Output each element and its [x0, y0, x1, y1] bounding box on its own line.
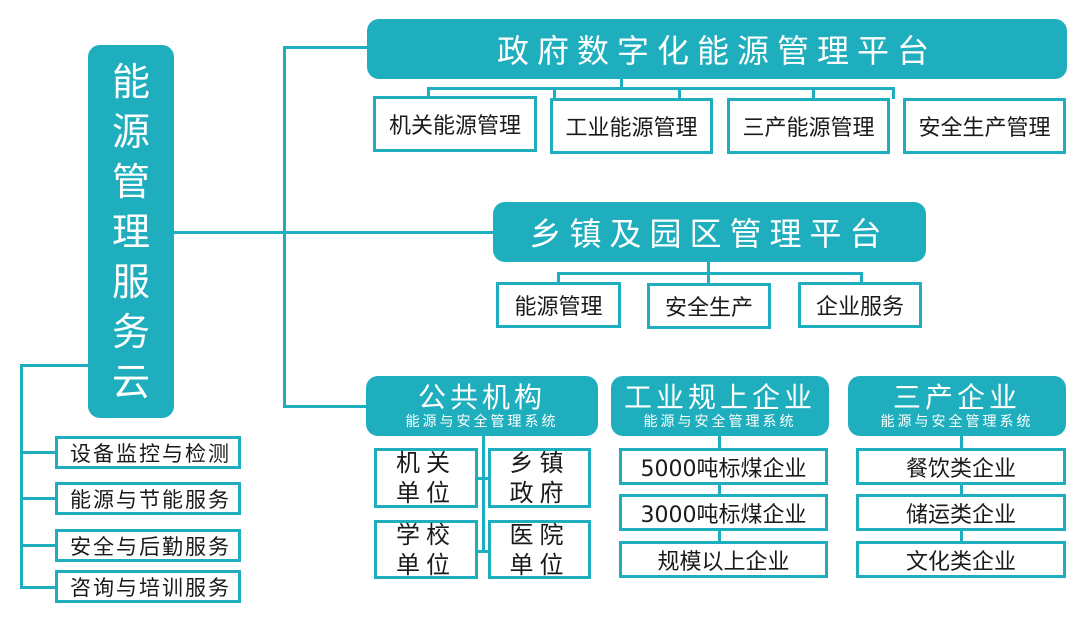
- gov-child-box: 工业能源管理: [550, 98, 713, 154]
- public-unit-box: 学校单位: [374, 520, 478, 579]
- connector-public-vertical: [482, 436, 485, 552]
- connector-trunk-vertical: [283, 46, 286, 408]
- town-child-label: 能源管理: [514, 295, 603, 320]
- connector-services-top: [20, 364, 90, 367]
- connector-tertiary-vertical: [960, 436, 963, 546]
- public-system-title: 公共机构: [417, 381, 546, 414]
- unit-line: 医院: [509, 520, 570, 549]
- service-box: 设备监控与检测: [55, 436, 241, 469]
- gov-platform-title: 政府数字化能源管理平台: [496, 32, 937, 70]
- tertiary-item-label: 储运类企业: [905, 502, 1016, 528]
- public-system-subtitle: 能源与安全管理系统: [405, 414, 559, 430]
- connector-industrial-vertical: [718, 436, 721, 546]
- unit-line: 乡镇: [509, 449, 570, 477]
- root-char: 理: [111, 209, 150, 254]
- connector-service-2: [20, 497, 56, 500]
- root-char: 源: [111, 109, 150, 154]
- industrial-item-label: 规模以上企业: [657, 549, 790, 575]
- root-char: 务: [111, 309, 150, 354]
- industrial-system-header: 工业规上企业 能源与安全管理系统: [611, 376, 829, 436]
- connector-to-town-platform: [283, 231, 495, 234]
- connector-gov-child: [892, 87, 895, 99]
- connector-gov-horizontal: [427, 87, 894, 90]
- service-label: 咨询与培训服务: [70, 575, 231, 600]
- town-platform-header: 乡镇及园区管理平台: [493, 202, 926, 262]
- town-child-box: 能源管理: [496, 282, 621, 328]
- connector-service-3: [20, 544, 56, 547]
- gov-child-label: 工业能源管理: [565, 116, 698, 141]
- gov-child-label: 机关能源管理: [388, 114, 521, 139]
- connector-root-to-trunk: [174, 231, 286, 234]
- unit-line: 政府: [509, 479, 570, 507]
- tertiary-item-box: 文化类企业: [856, 541, 1066, 578]
- service-label: 设备监控与检测: [70, 441, 231, 466]
- connector-to-public-system: [283, 405, 369, 408]
- gov-child-box: 机关能源管理: [373, 96, 537, 152]
- tertiary-system-title: 三产企业: [892, 381, 1021, 414]
- unit-line: 单位: [396, 550, 456, 579]
- service-box: 安全与后勤服务: [55, 529, 241, 562]
- gov-child-label: 三产能源管理: [742, 116, 875, 141]
- root-char: 服: [111, 259, 150, 304]
- town-child-label: 安全生产: [664, 296, 753, 321]
- connector-services-vertical: [20, 364, 23, 588]
- service-label: 能源与节能服务: [70, 487, 231, 512]
- public-unit-box: 乡镇政府: [488, 448, 591, 508]
- connector-town-horizontal: [557, 272, 862, 275]
- connector-service-4: [20, 586, 56, 589]
- tertiary-system-header: 三产企业 能源与安全管理系统: [848, 376, 1066, 436]
- unit-line: 机关: [396, 449, 456, 477]
- connector-gov-drop: [620, 79, 623, 89]
- public-unit-box: 机关单位: [374, 448, 478, 508]
- connector-to-gov-platform: [283, 46, 369, 49]
- connector-town-child: [860, 272, 863, 284]
- industrial-item-label: 5000吨标煤企业: [640, 456, 807, 482]
- tertiary-item-label: 文化类企业: [905, 549, 1016, 575]
- connector-public-left: [476, 550, 488, 553]
- industrial-item-box: 3000吨标煤企业: [619, 494, 828, 531]
- industrial-item-box: 5000吨标煤企业: [619, 448, 828, 485]
- town-child-box: 安全生产: [647, 283, 771, 329]
- service-label: 安全与后勤服务: [70, 534, 231, 559]
- service-box: 咨询与培训服务: [55, 570, 241, 603]
- root-char: 管: [111, 159, 150, 204]
- industrial-system-subtitle: 能源与安全管理系统: [643, 414, 797, 430]
- public-unit-box: 医院单位: [488, 520, 591, 579]
- root-char: 能: [111, 59, 150, 104]
- town-child-label: 企业服务: [815, 295, 904, 320]
- root-char: 云: [111, 359, 150, 404]
- public-system-header: 公共机构 能源与安全管理系统: [366, 376, 598, 436]
- town-child-box: 企业服务: [798, 282, 922, 328]
- gov-child-box: 三产能源管理: [727, 98, 890, 154]
- tertiary-item-box: 储运类企业: [856, 494, 1066, 531]
- unit-line: 学校: [396, 520, 456, 549]
- industrial-item-label: 3000吨标煤企业: [640, 502, 807, 528]
- connector-gov-child: [553, 87, 556, 99]
- service-box: 能源与节能服务: [55, 482, 241, 515]
- gov-child-box: 安全生产管理: [903, 98, 1066, 154]
- unit-line: 单位: [396, 479, 456, 507]
- industrial-item-box: 规模以上企业: [619, 541, 828, 578]
- tertiary-item-box: 餐饮类企业: [856, 448, 1066, 485]
- tertiary-item-label: 餐饮类企业: [905, 456, 1016, 482]
- connector-service-1: [20, 451, 56, 454]
- root-node-energy-cloud: 能 源 管 理 服 务 云: [88, 45, 174, 418]
- industrial-system-title: 工业规上企业: [623, 381, 816, 414]
- connector-town-child: [557, 272, 560, 284]
- connector-gov-child: [678, 87, 681, 99]
- connector-public-left: [476, 477, 488, 480]
- tertiary-system-subtitle: 能源与安全管理系统: [880, 414, 1034, 430]
- gov-child-label: 安全生产管理: [918, 116, 1051, 141]
- unit-line: 单位: [509, 550, 570, 579]
- connector-gov-child: [812, 87, 815, 99]
- gov-platform-header: 政府数字化能源管理平台: [367, 19, 1067, 79]
- connector-gov-child: [427, 87, 430, 97]
- town-platform-title: 乡镇及园区管理平台: [529, 215, 890, 253]
